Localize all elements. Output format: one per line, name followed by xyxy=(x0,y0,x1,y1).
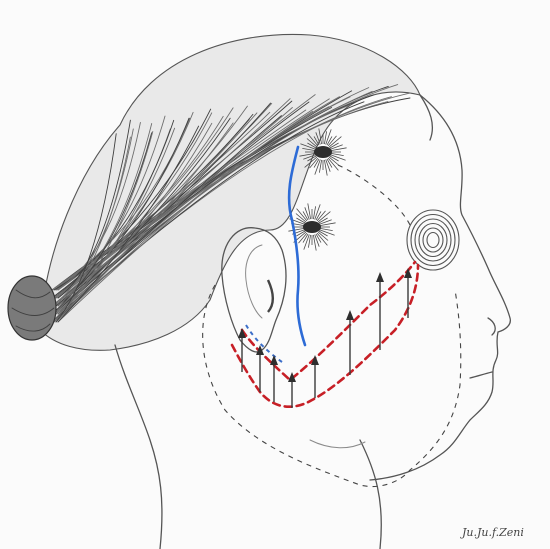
lower-eye-pupil xyxy=(303,221,321,233)
artist-signature: Ju.Ju.f.Zeni xyxy=(460,526,524,539)
bun-shape xyxy=(8,276,56,340)
upper-eye-pupil xyxy=(314,146,332,158)
hair-bun xyxy=(8,276,56,340)
